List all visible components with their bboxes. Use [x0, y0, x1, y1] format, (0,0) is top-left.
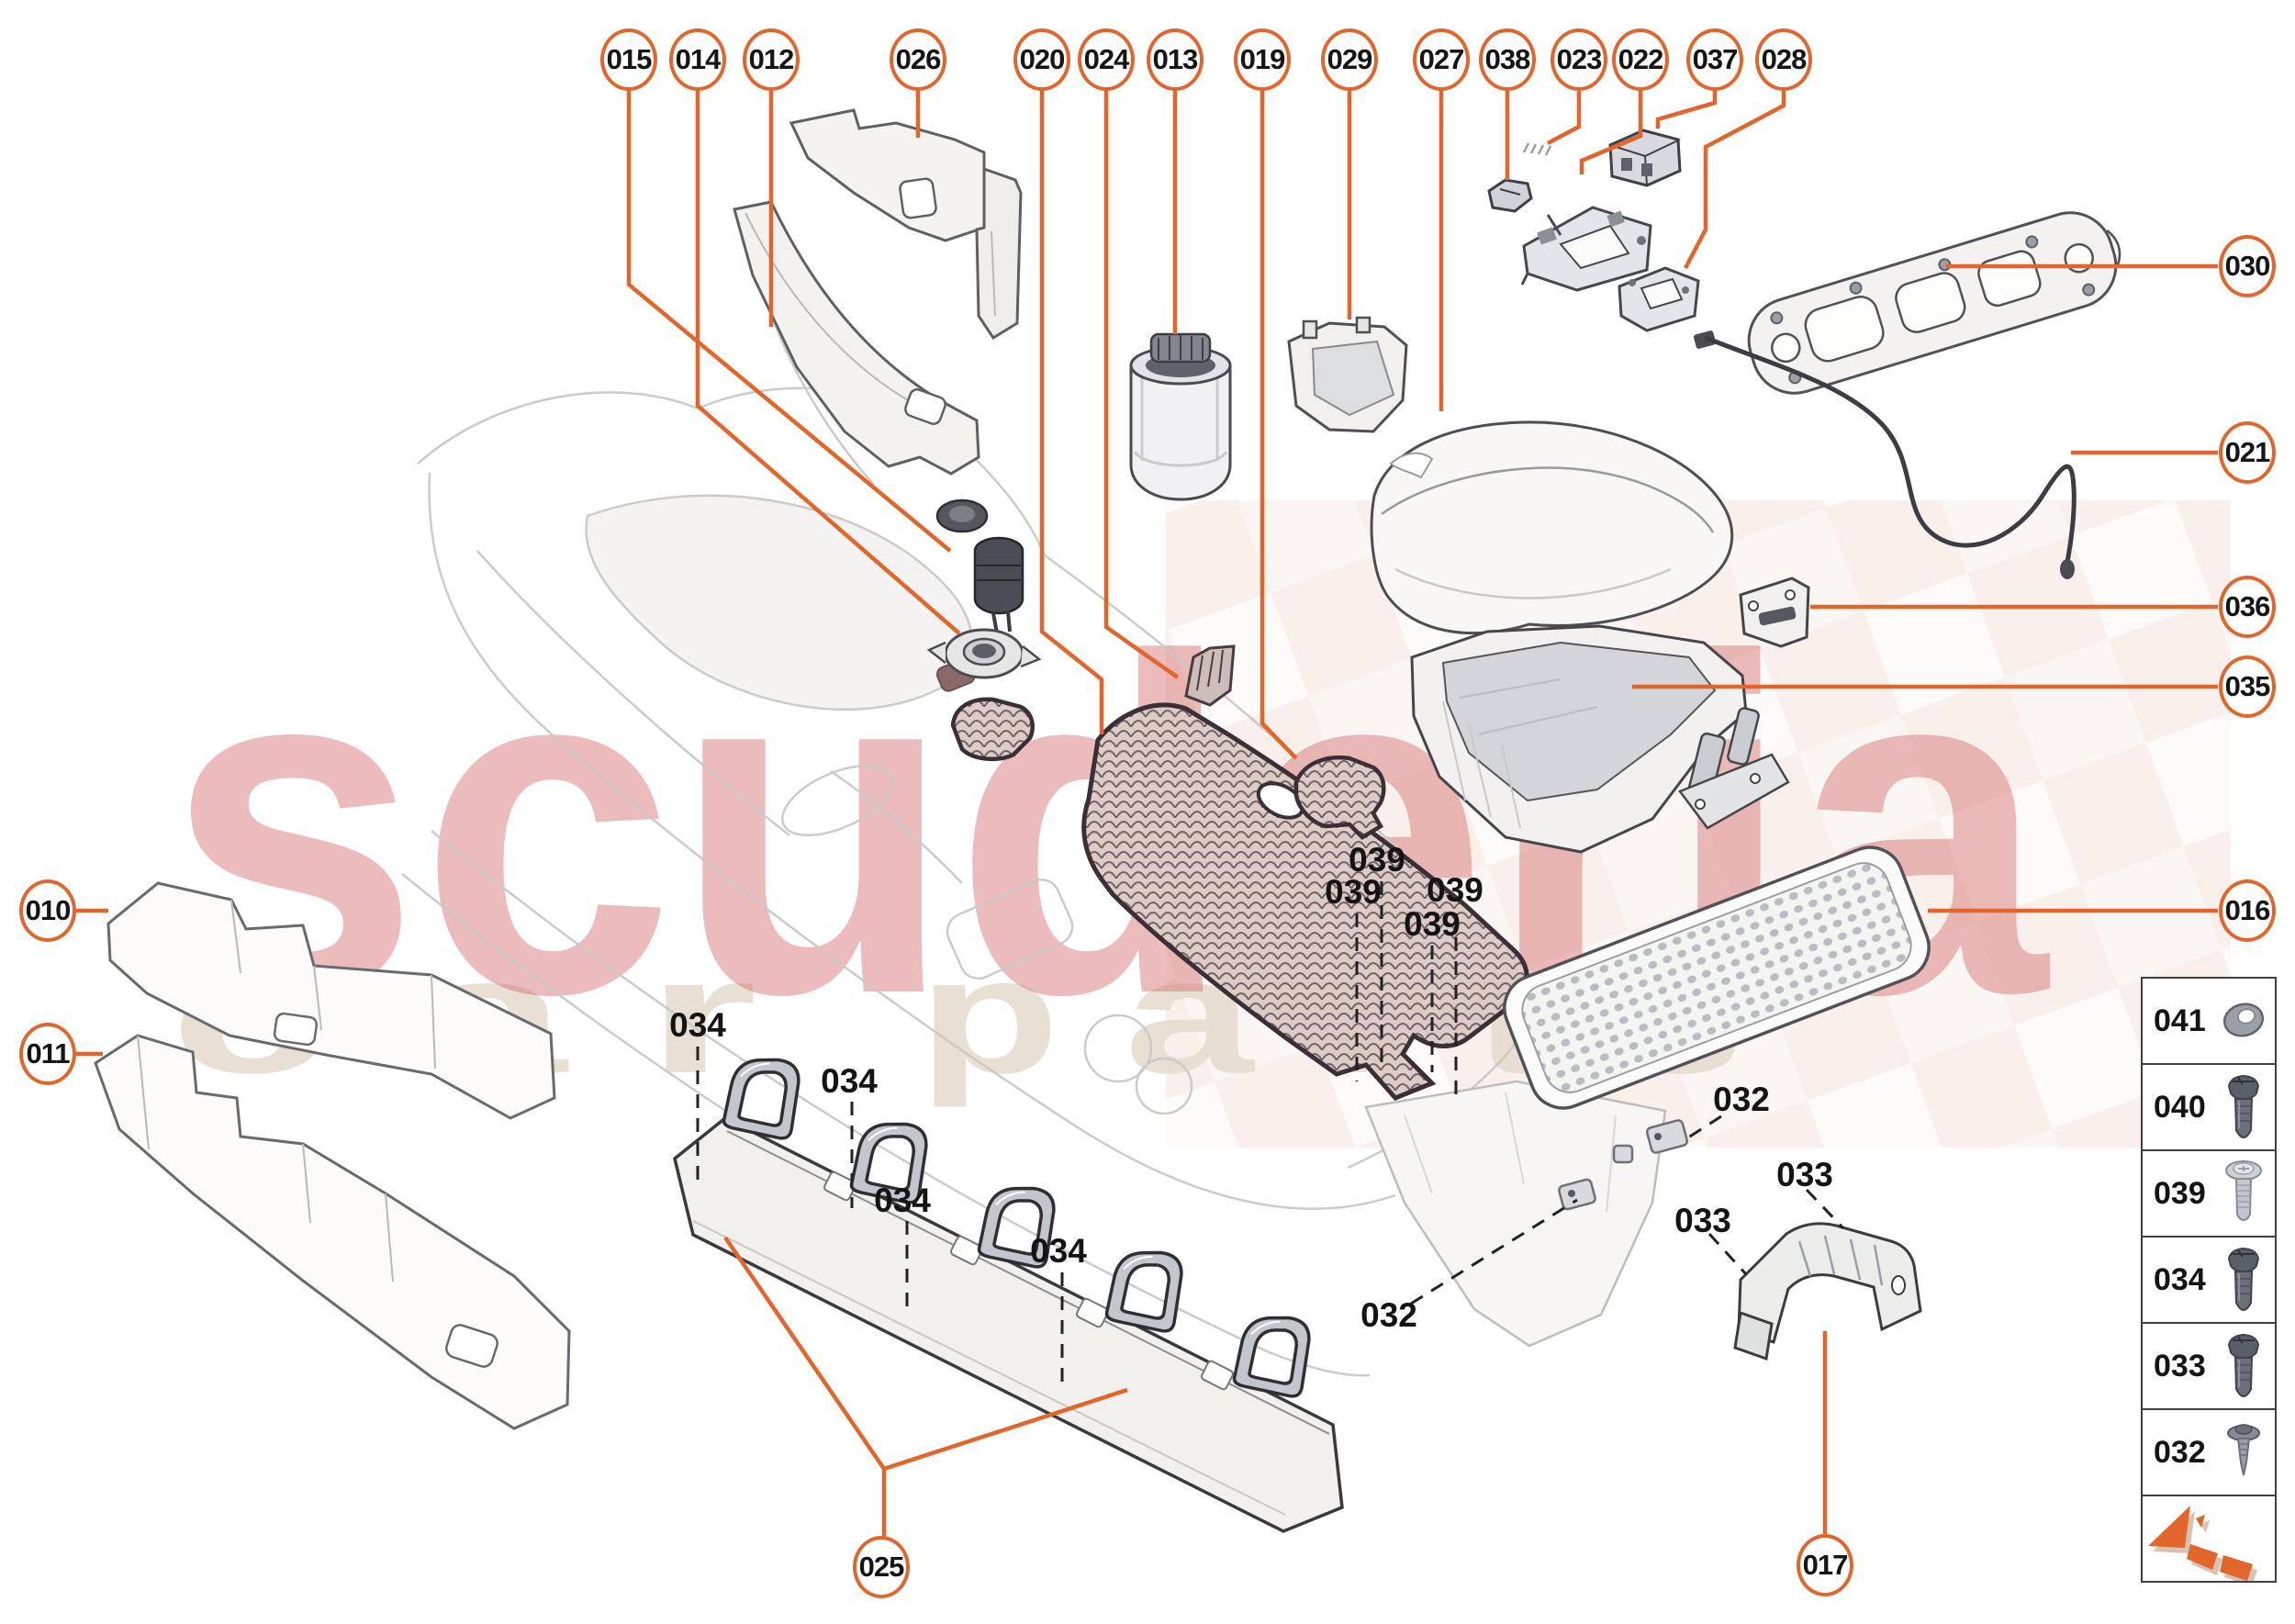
- washer-icon: [2222, 1002, 2265, 1037]
- part-label-033: 033: [1776, 1156, 1833, 1193]
- part-label-034: 034: [1030, 1232, 1087, 1270]
- callout-027[interactable]: 027: [1413, 28, 1470, 91]
- callout-035[interactable]: 035: [2219, 655, 2276, 718]
- callout-036[interactable]: 036: [2219, 576, 2276, 638]
- part-cupholder-insert-029: [1287, 316, 1408, 433]
- callout-038[interactable]: 038: [1479, 28, 1536, 91]
- scuderia-arrow-logo: [2148, 1506, 2257, 1581]
- callout-030[interactable]: 030: [2219, 235, 2276, 297]
- callout-026[interactable]: 026: [890, 28, 946, 91]
- callout-016[interactable]: 016: [2219, 879, 2276, 942]
- part-ashtray-013: [1129, 332, 1232, 501]
- part-label-039: 039: [1404, 905, 1461, 943]
- part-mesh-trim-019: [1293, 755, 1386, 840]
- legend-row-034[interactable]: 034: [2141, 1236, 2277, 1324]
- part-trim-panel-010: [106, 881, 556, 1120]
- part-mesh-trim-020: [950, 697, 1529, 1101]
- callout-024[interactable]: 024: [1078, 28, 1135, 91]
- callout-011[interactable]: 011: [19, 1023, 76, 1085]
- part-console-rear-ghost: [1364, 1080, 1689, 1348]
- legend-logo-cell: [2141, 1495, 2277, 1583]
- part-frame-028: [1618, 266, 1700, 332]
- screw-icon: [2227, 1333, 2260, 1398]
- callout-013[interactable]: 013: [1147, 28, 1203, 91]
- part-insulation-panel-012: [733, 200, 980, 476]
- legend-row-039[interactable]: 039: [2141, 1149, 2277, 1238]
- part-label-033: 033: [1674, 1202, 1731, 1239]
- callout-028[interactable]: 028: [1755, 28, 1812, 91]
- callout-023[interactable]: 023: [1551, 28, 1607, 91]
- callout-020[interactable]: 020: [1013, 28, 1070, 91]
- callout-022[interactable]: 022: [1612, 28, 1669, 91]
- part-storage-box-035: [1410, 624, 1790, 854]
- hardware-legend: 041 040 039 034: [2141, 977, 2277, 1583]
- dashed-leader-lines: [696, 881, 1845, 1383]
- callout-012[interactable]: 012: [743, 28, 800, 91]
- part-trim-panel-011: [94, 1034, 571, 1430]
- part-label-034: 034: [669, 1006, 726, 1044]
- callout-029[interactable]: 029: [1321, 28, 1378, 91]
- self-tapping-screw-icon: [2227, 1424, 2260, 1476]
- callout-021[interactable]: 021: [2219, 421, 2276, 484]
- part-label-034: 034: [821, 1062, 878, 1100]
- part-label-032: 032: [1713, 1081, 1770, 1118]
- part-console-ghost: [401, 304, 1525, 1397]
- part-label-039: 039: [1427, 871, 1483, 909]
- callout-014[interactable]: 014: [669, 28, 726, 91]
- part-clip-024: [1184, 644, 1236, 707]
- callout-019[interactable]: 019: [1234, 28, 1291, 91]
- part-label-032: 032: [1360, 1296, 1417, 1334]
- pan-head-screw-icon: [2225, 1160, 2262, 1222]
- callout-025[interactable]: 025: [853, 1536, 910, 1598]
- part-mounting-rail-025: [673, 1049, 1344, 1533]
- callout-010[interactable]: 010: [19, 879, 76, 942]
- part-socket-cover-015: [935, 498, 1024, 634]
- screw-icon: [2227, 1247, 2260, 1312]
- part-spring-023: [1522, 142, 1552, 156]
- part-clip-038: [1487, 178, 1533, 213]
- part-label-039: 039: [1325, 873, 1382, 911]
- part-bracket-036: [1739, 577, 1810, 648]
- part-insulation-panel-026: [789, 108, 1023, 341]
- part-socket-housing-014: [926, 628, 1042, 679]
- part-cable-021: [1693, 330, 2077, 579]
- callout-037[interactable]: 037: [1686, 28, 1743, 91]
- part-frame-022: [1520, 206, 1652, 292]
- legend-row-033[interactable]: 033: [2141, 1322, 2277, 1410]
- part-module-037: [1608, 129, 1682, 187]
- screw-icon: [2227, 1074, 2260, 1139]
- legend-row-041[interactable]: 041: [2141, 977, 2277, 1065]
- part-label-039: 039: [1349, 841, 1405, 879]
- part-rubber-mat-016: [1503, 846, 1931, 1110]
- callout-017[interactable]: 017: [1797, 1534, 1853, 1596]
- part-label-034: 034: [874, 1182, 931, 1219]
- callout-015[interactable]: 015: [600, 28, 657, 91]
- legend-row-040[interactable]: 040: [2141, 1063, 2277, 1151]
- leader-lines: [76, 89, 2218, 1539]
- part-rear-bracket-017: [1733, 1222, 1922, 1361]
- legend-row-032[interactable]: 032: [2141, 1408, 2277, 1496]
- part-armrest-lid-027: [1370, 420, 1734, 634]
